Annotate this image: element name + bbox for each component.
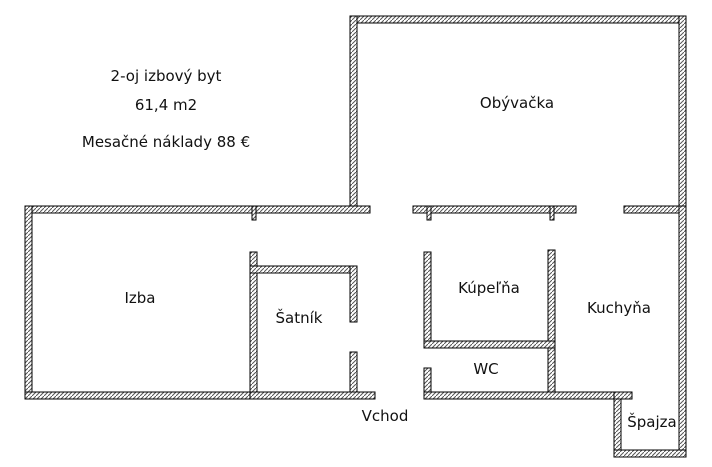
wc-wall-right [547,347,556,399]
middle-wall-stub-2 [426,205,432,221]
room-wall-bottom [24,391,251,400]
wardrobe-wall-bottom [249,391,376,400]
wardrobe-wall-top [249,265,356,274]
room-label-wardrobe: Šatník [275,309,323,327]
room-label-pantry: Špajza [627,413,677,431]
living-room-wall-right [678,15,687,211]
bathroom-wall-right [547,249,556,349]
middle-wall-stub-3 [549,205,555,221]
entrance-label: Vchod [361,407,409,425]
bathroom-wall-left [423,251,432,349]
living-room-wall-left [349,15,358,211]
middle-wall-1 [24,205,371,214]
apartment-title: 2-oj izbový byt [110,67,222,85]
room-wall-left [24,205,33,400]
living-room-wall-top [349,15,687,24]
wardrobe-wall-left [249,251,258,400]
room-label-room: Izba [124,289,156,307]
middle-wall-3 [623,205,687,214]
room-label-bathroom: Kúpeľňa [458,279,520,297]
middle-wall-stub-1 [251,205,257,221]
pantry-wall-top-stub [613,391,633,400]
walls [24,15,687,458]
room-label-wc: WC [473,360,499,378]
pantry-wall-left [613,391,622,458]
middle-wall-2 [412,205,577,214]
room-label-kitchen: Kuchyňa [587,299,651,317]
bottom-wall-right [423,391,622,400]
pantry-wall-bottom [613,449,687,458]
room-label-living-room: Obývačka [479,94,555,112]
apartment-area: 61,4 m2 [134,96,198,114]
wardrobe-wall-right-top [349,265,358,323]
bathroom-wall-bottom [423,340,556,349]
monthly-cost: Mesačné náklady 88 € [81,133,251,151]
kitchen-wall-right [678,205,687,458]
